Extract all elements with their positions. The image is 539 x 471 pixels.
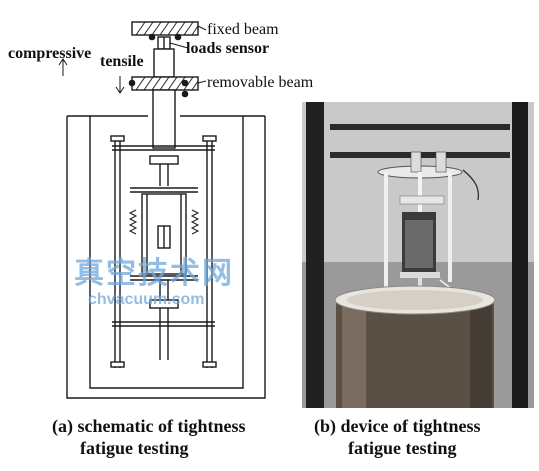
watermark-url: chvacuum.com: [88, 291, 204, 308]
device-photo: [302, 102, 534, 408]
upper-shaft: [153, 48, 175, 78]
upper-clamp-plate: [112, 145, 215, 186]
schematic-diagram: [58, 21, 266, 399]
leader-lines: [169, 25, 207, 84]
label-loads-sensor: loads sensor: [186, 40, 269, 57]
guide-rods: [110, 135, 217, 368]
label-tensile: tensile: [100, 53, 144, 70]
label-removable-beam: removable beam: [207, 74, 314, 91]
caption-b-line2: fatigue testing: [348, 438, 456, 458]
label-fixed-beam: fixed beam: [207, 21, 279, 38]
removable-beam: [128, 76, 199, 98]
watermark: 真空技术网 chvacuum.com: [74, 257, 234, 308]
label-compressive: compressive: [8, 45, 91, 62]
caption-b-line1: (b) device of tightness: [314, 416, 480, 437]
caption-a-line1: (a) schematic of tightness: [52, 416, 245, 437]
lower-rod: [112, 280, 215, 360]
specimen-chamber: [128, 187, 200, 281]
outer-container: [66, 115, 266, 399]
fixed-beam: [131, 21, 199, 41]
main-shaft: [152, 89, 176, 149]
caption-a-line2: fatigue testing: [80, 438, 188, 458]
load-direction-arrows: [58, 58, 125, 94]
watermark-cn: 真空技术网: [74, 257, 234, 290]
